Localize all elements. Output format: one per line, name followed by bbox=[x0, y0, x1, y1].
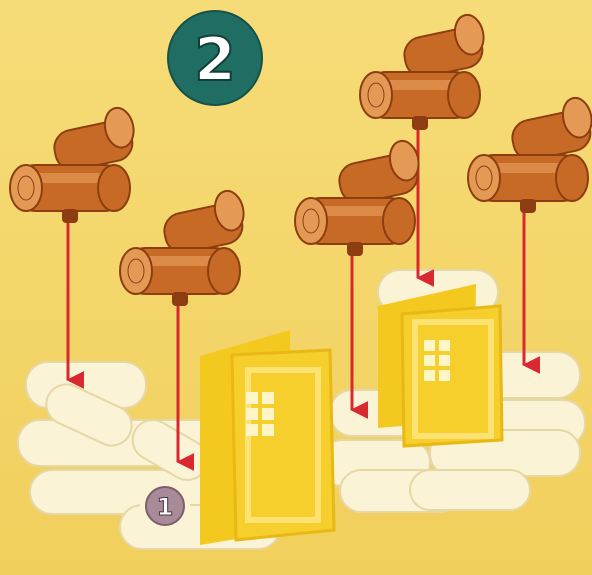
window-panel-icon bbox=[200, 330, 334, 545]
step-number: 2 bbox=[194, 25, 236, 95]
marker-number: 1 bbox=[157, 493, 174, 521]
step-badge: 2 bbox=[168, 11, 262, 105]
window-panel-icon-right bbox=[378, 284, 502, 446]
marker-badge: 1 bbox=[140, 481, 190, 531]
